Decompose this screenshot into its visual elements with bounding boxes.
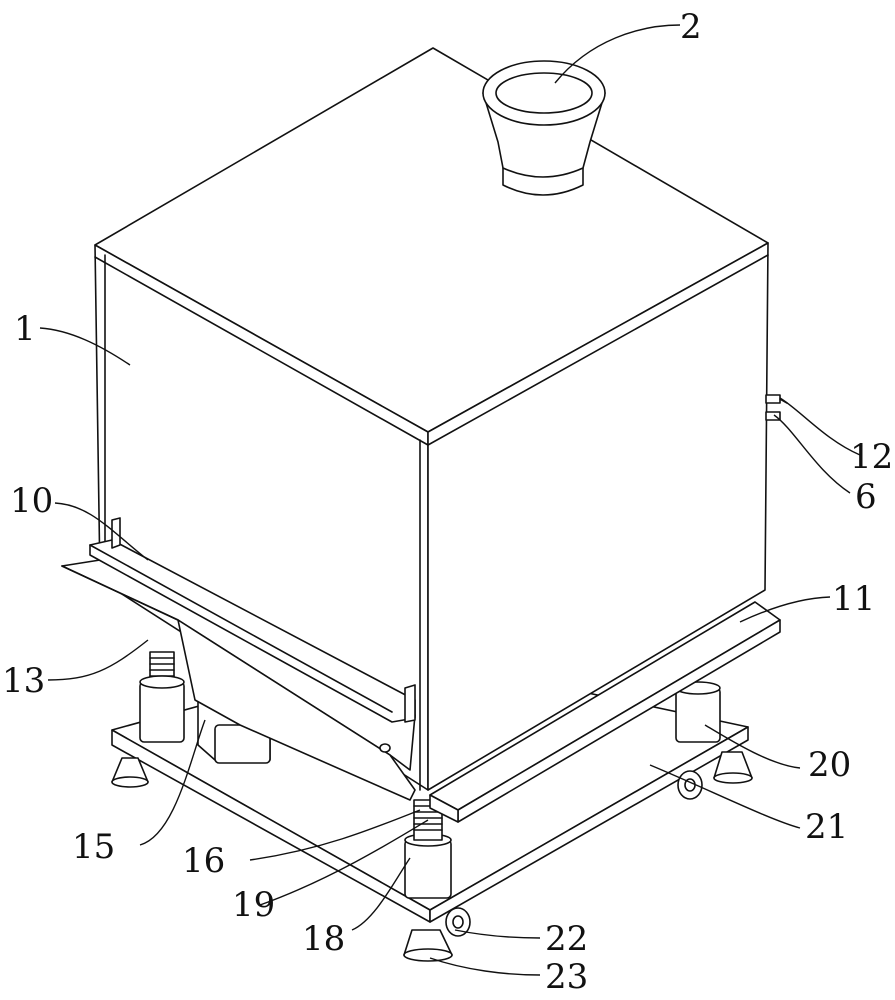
label-19: 19 bbox=[232, 885, 275, 925]
front-foot bbox=[404, 930, 452, 961]
label-15: 15 bbox=[72, 827, 115, 867]
back-left-spring bbox=[140, 652, 184, 742]
back-right-damper bbox=[676, 682, 720, 742]
label-2: 2 bbox=[680, 7, 702, 47]
label-1: 1 bbox=[14, 309, 36, 349]
front-damper bbox=[405, 834, 451, 898]
label-10: 10 bbox=[10, 481, 53, 521]
label-20: 20 bbox=[808, 745, 851, 785]
wheel-right bbox=[678, 771, 702, 799]
label-16: 16 bbox=[182, 841, 225, 881]
label-22: 22 bbox=[545, 919, 588, 959]
label-6: 6 bbox=[855, 477, 877, 517]
label-23: 23 bbox=[545, 957, 588, 997]
label-21: 21 bbox=[805, 807, 848, 847]
label-12: 12 bbox=[850, 437, 893, 477]
label-18: 18 bbox=[302, 919, 345, 959]
label-13: 13 bbox=[2, 661, 45, 701]
label-11: 11 bbox=[832, 579, 875, 619]
